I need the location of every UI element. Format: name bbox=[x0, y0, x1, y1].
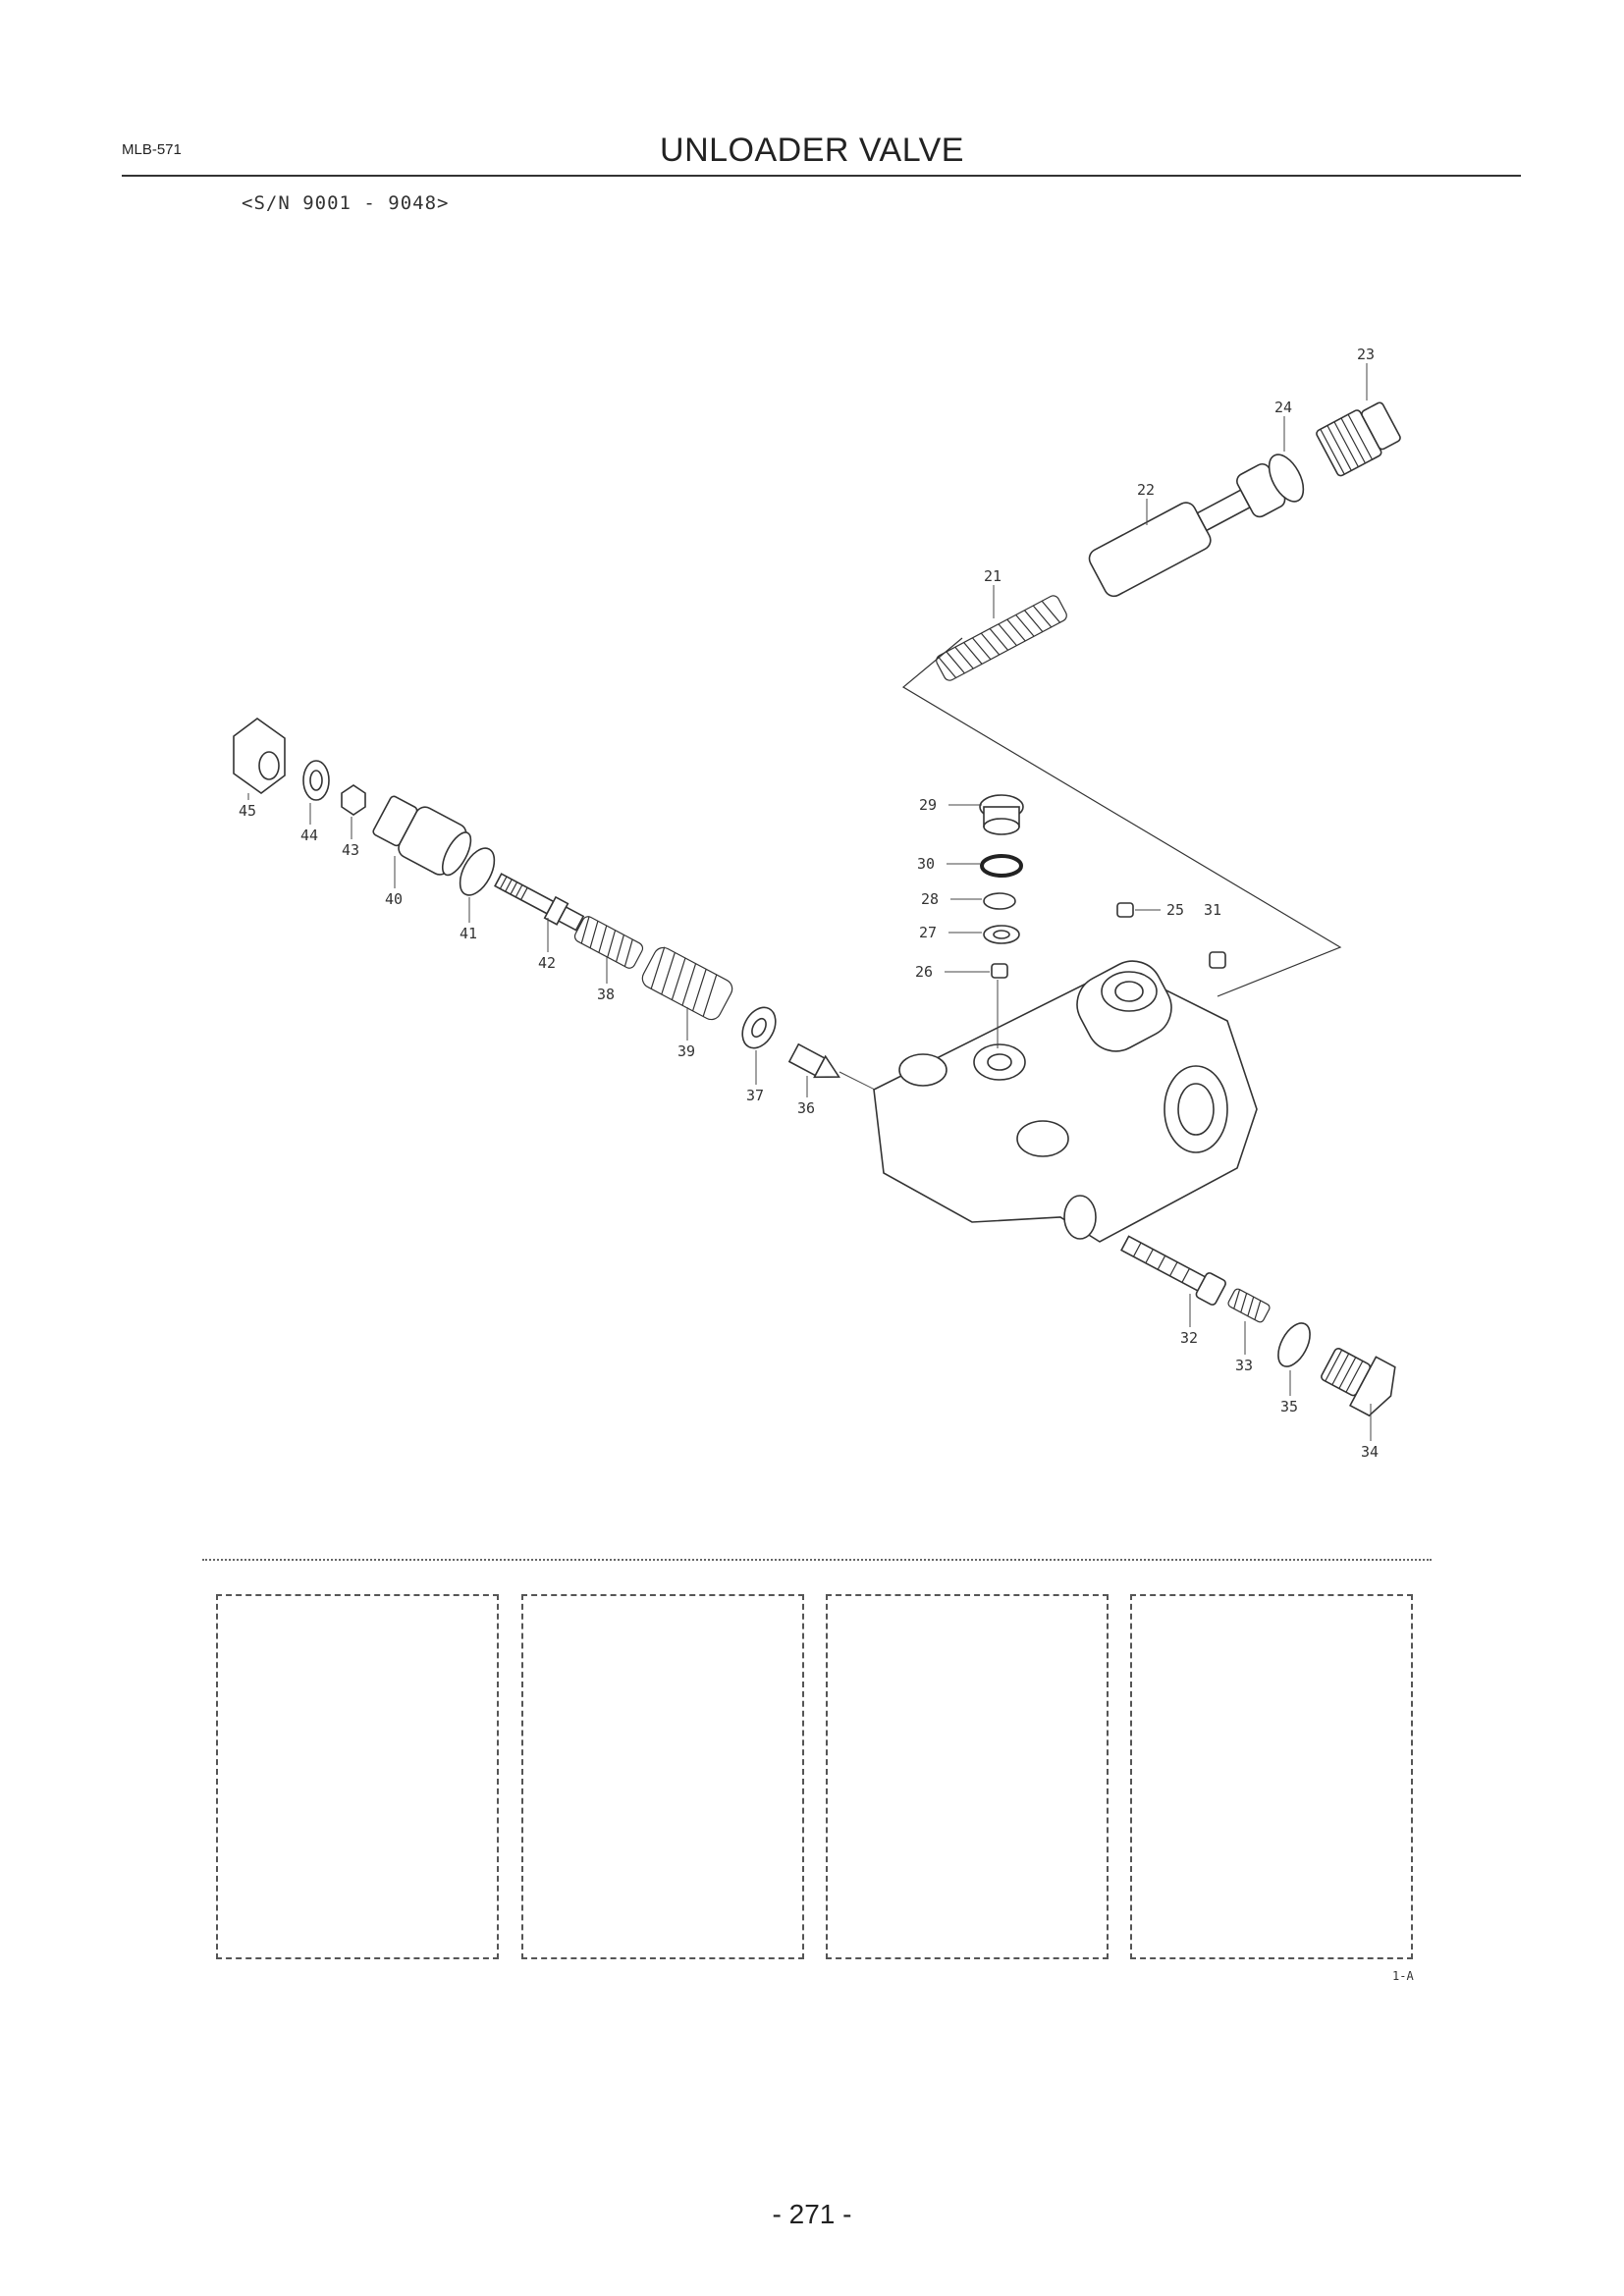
part-37-washer bbox=[741, 1006, 777, 1049]
part-23-plug bbox=[1316, 401, 1401, 477]
callout-30: 30 bbox=[917, 855, 935, 873]
kit-box-3 bbox=[826, 1594, 1109, 1959]
kit-box-2 bbox=[521, 1594, 804, 1959]
callout-37: 37 bbox=[746, 1087, 764, 1104]
part-27-washer bbox=[983, 925, 1020, 944]
part-32-spool bbox=[1120, 1235, 1226, 1306]
page-title: UNLOADER VALVE bbox=[660, 132, 964, 169]
part-28-ring bbox=[983, 892, 1016, 910]
callout-36: 36 bbox=[797, 1099, 815, 1117]
callout-41: 41 bbox=[460, 925, 477, 942]
part-21-spring bbox=[936, 595, 1067, 681]
callout-35: 35 bbox=[1280, 1398, 1298, 1415]
callout-labels: 21 22 23 24 25 26 27 28 29 30 31 32 33 3… bbox=[239, 346, 1379, 1461]
callout-40: 40 bbox=[385, 890, 403, 908]
callout-leaders bbox=[247, 363, 1372, 1441]
header-rule bbox=[122, 175, 1521, 177]
kit-box-4 bbox=[1130, 1594, 1413, 1959]
callout-44: 44 bbox=[300, 827, 318, 844]
callout-34: 34 bbox=[1361, 1443, 1379, 1461]
part-45-nut bbox=[233, 718, 286, 794]
callout-28: 28 bbox=[921, 890, 939, 908]
part-44-washer bbox=[302, 760, 330, 801]
callout-45: 45 bbox=[239, 802, 256, 820]
part-33-spring bbox=[1227, 1288, 1271, 1323]
part-34-plug bbox=[1321, 1347, 1396, 1417]
page-number: - 271 - bbox=[772, 2199, 852, 2229]
part-25-plug bbox=[1116, 902, 1134, 918]
part-30-o-ring bbox=[980, 854, 1023, 878]
kit-code: 1-A bbox=[1392, 1969, 1414, 1983]
callout-31: 31 bbox=[1204, 901, 1221, 919]
callout-26: 26 bbox=[915, 963, 933, 981]
part-22-piston bbox=[1088, 462, 1286, 598]
part-40-fitting bbox=[372, 795, 472, 877]
callout-39: 39 bbox=[677, 1042, 695, 1060]
callout-27: 27 bbox=[919, 924, 937, 941]
kit-box-1 bbox=[216, 1594, 499, 1959]
part-42-screw bbox=[494, 873, 585, 932]
part-35-o-ring bbox=[1277, 1322, 1311, 1367]
assembly-lines bbox=[901, 637, 1342, 997]
part-41-o-ring bbox=[459, 847, 496, 896]
callout-43: 43 bbox=[342, 841, 359, 859]
valve-body bbox=[873, 960, 1258, 1243]
callout-32: 32 bbox=[1180, 1329, 1198, 1347]
doc-code: MLB-571 bbox=[122, 141, 182, 158]
callout-38: 38 bbox=[597, 986, 615, 1003]
callout-21: 21 bbox=[984, 567, 1001, 585]
callout-33: 33 bbox=[1235, 1357, 1253, 1374]
callout-29: 29 bbox=[919, 796, 937, 814]
part-43-nut bbox=[341, 784, 366, 816]
part-24-o-ring bbox=[1268, 454, 1305, 503]
callout-25: 25 bbox=[1166, 901, 1184, 919]
callout-23: 23 bbox=[1357, 346, 1375, 363]
part-29-plug bbox=[979, 794, 1024, 835]
part-36-poppet bbox=[787, 1042, 840, 1079]
part-31-plug bbox=[1209, 951, 1226, 969]
section-divider bbox=[202, 1559, 1432, 1561]
part-38-spring bbox=[573, 916, 644, 969]
callout-42: 42 bbox=[538, 954, 556, 972]
exploded-parts-diagram: 21 22 23 24 25 26 27 28 29 30 31 32 33 3… bbox=[233, 346, 1401, 1461]
serial-range: <S/N 9001 - 9048> bbox=[242, 192, 450, 214]
callout-24: 24 bbox=[1274, 399, 1292, 416]
callout-22: 22 bbox=[1137, 481, 1155, 499]
part-26-plug bbox=[991, 963, 1008, 979]
part-39-spring bbox=[641, 946, 733, 1021]
